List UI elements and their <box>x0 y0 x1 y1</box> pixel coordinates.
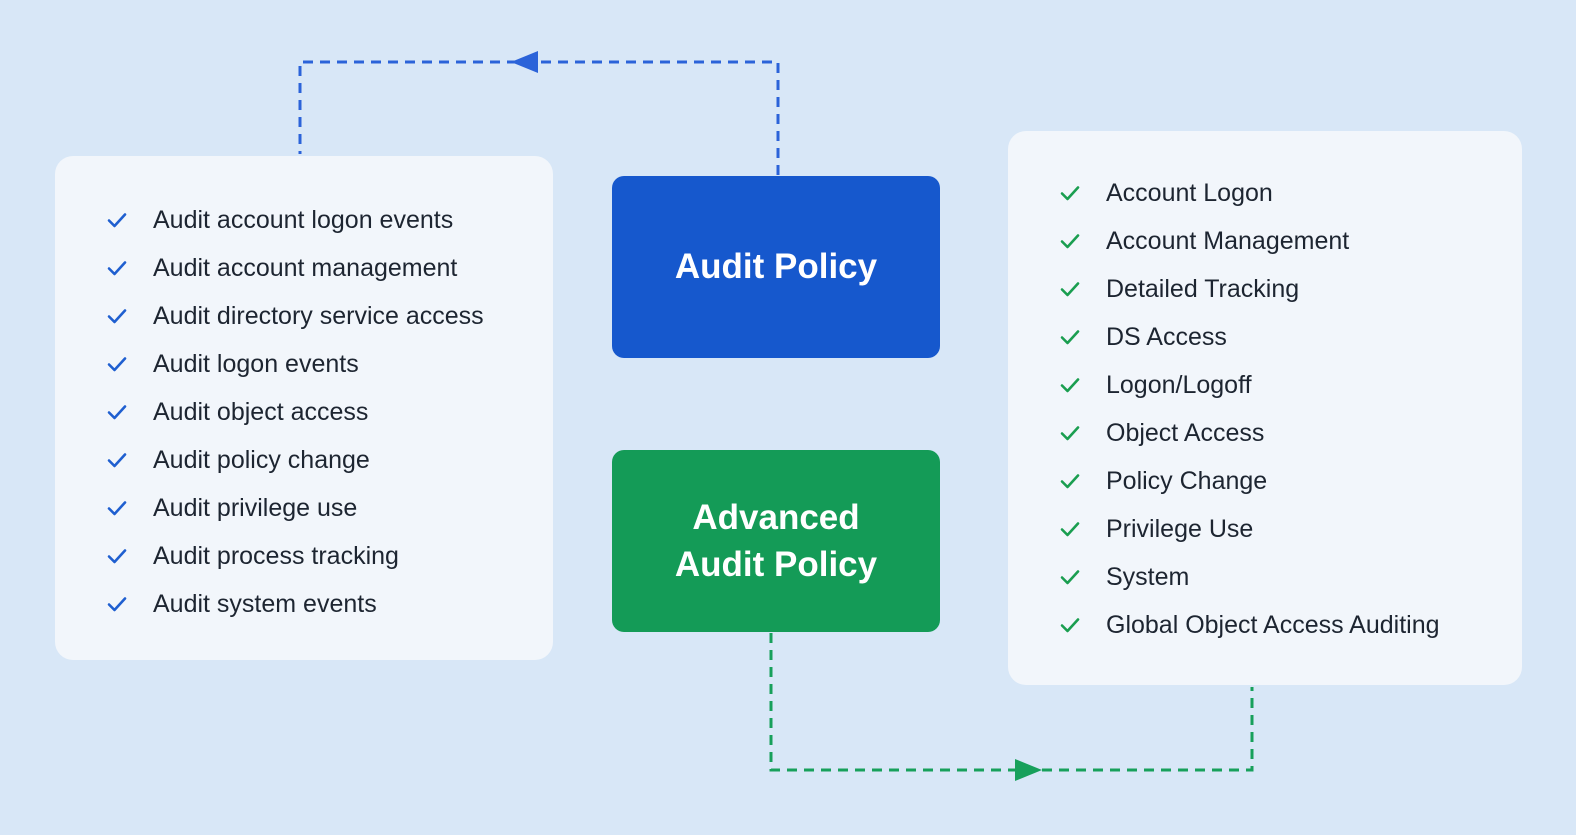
list-item: Audit directory service access <box>55 292 553 340</box>
list-item-label: Audit logon events <box>153 349 359 378</box>
list-item: Audit policy change <box>55 436 553 484</box>
check-icon <box>105 304 129 328</box>
check-icon <box>105 496 129 520</box>
list-item: DS Access <box>1008 313 1522 361</box>
list-item: Audit process tracking <box>55 532 553 580</box>
legacy-audit-list: Audit account logon events Audit account… <box>55 196 553 628</box>
audit-policy-label: Audit Policy <box>674 247 878 287</box>
check-icon <box>1058 613 1082 637</box>
advanced-audit-policy-label-line1: Advanced <box>692 497 860 537</box>
list-item-label: Audit account logon events <box>153 205 454 234</box>
list-item: Audit account logon events <box>55 196 553 244</box>
list-item: Global Object Access Auditing <box>1008 601 1522 649</box>
list-item-label: Audit privilege use <box>153 493 358 522</box>
list-item: Audit logon events <box>55 340 553 388</box>
list-item: Audit privilege use <box>55 484 553 532</box>
check-icon <box>1058 469 1082 493</box>
list-item: Audit system events <box>55 580 553 628</box>
advanced-audit-list: Account Logon Account Management Detaile… <box>1008 169 1522 649</box>
list-item-label: Audit policy change <box>153 445 370 474</box>
check-icon <box>105 592 129 616</box>
list-item: Audit account management <box>55 244 553 292</box>
audit-policy-box: Audit Policy <box>612 176 940 358</box>
check-icon <box>1058 517 1082 541</box>
list-item: Policy Change <box>1008 457 1522 505</box>
list-item-label: Object Access <box>1106 418 1265 447</box>
check-icon <box>1058 373 1082 397</box>
check-icon <box>1058 229 1082 253</box>
advanced-audit-policy-label: Advanced Audit Policy <box>675 494 877 589</box>
list-item-label: DS Access <box>1106 322 1227 351</box>
list-item-label: Audit object access <box>153 397 369 426</box>
check-icon <box>105 448 129 472</box>
list-item-label: Audit directory service access <box>153 301 484 330</box>
list-item: Account Logon <box>1008 169 1522 217</box>
list-item: Account Management <box>1008 217 1522 265</box>
list-item-label: Privilege Use <box>1106 514 1254 543</box>
list-item-label: Audit system events <box>153 589 377 618</box>
list-item-label: System <box>1106 562 1190 591</box>
list-item-label: Account Logon <box>1106 178 1273 207</box>
check-icon <box>105 256 129 280</box>
list-item-label: Audit account management <box>153 253 458 282</box>
advanced-audit-card: Account Logon Account Management Detaile… <box>1008 131 1522 685</box>
check-icon <box>1058 181 1082 205</box>
list-item: Logon/Logoff <box>1008 361 1522 409</box>
check-icon <box>1058 277 1082 301</box>
list-item-label: Policy Change <box>1106 466 1268 495</box>
check-icon <box>105 544 129 568</box>
list-item-label: Audit process tracking <box>153 541 399 570</box>
advanced-audit-policy-label-line2: Audit Policy <box>674 545 878 584</box>
list-item: Object Access <box>1008 409 1522 457</box>
list-item: Privilege Use <box>1008 505 1522 553</box>
check-icon <box>1058 421 1082 445</box>
list-item-label: Account Management <box>1106 226 1350 255</box>
check-icon <box>105 352 129 376</box>
list-item: Detailed Tracking <box>1008 265 1522 313</box>
check-icon <box>105 400 129 424</box>
list-item: Audit object access <box>55 388 553 436</box>
advanced-audit-policy-box: Advanced Audit Policy <box>612 450 940 632</box>
check-icon <box>105 208 129 232</box>
check-icon <box>1058 565 1082 589</box>
left-arrowhead-icon <box>511 51 538 73</box>
list-item-label: Detailed Tracking <box>1106 274 1300 303</box>
check-icon <box>1058 325 1082 349</box>
legacy-audit-card: Audit account logon events Audit account… <box>55 156 553 660</box>
list-item: System <box>1008 553 1522 601</box>
right-arrowhead-icon <box>1015 759 1042 781</box>
list-item-label: Global Object Access Auditing <box>1106 610 1440 639</box>
list-item-label: Logon/Logoff <box>1106 370 1252 399</box>
